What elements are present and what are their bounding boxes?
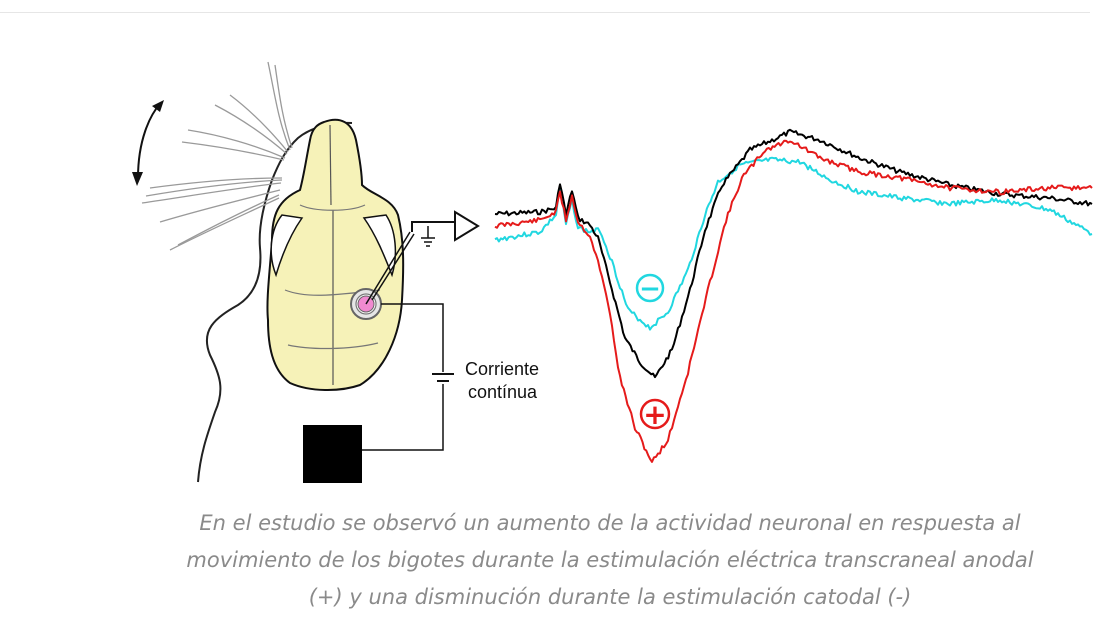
top-divider xyxy=(0,12,1090,13)
skull-icon xyxy=(266,118,405,392)
trace-anodal xyxy=(494,139,1093,463)
electrode-icon xyxy=(350,231,415,320)
anodal-symbol: + xyxy=(643,398,666,431)
cathodal-marker: − xyxy=(635,273,665,304)
stimulation-figure: Corriente contínua − + xyxy=(132,61,1093,483)
neural-response-traces xyxy=(494,128,1093,463)
head-outline xyxy=(197,121,353,483)
figure-caption: En el estudio se observó un aumento de l… xyxy=(80,505,1119,616)
battery-icon xyxy=(432,373,454,382)
cathodal-symbol: − xyxy=(639,274,661,304)
dc-label-line2: contínua xyxy=(468,382,538,402)
trace-cathodal xyxy=(494,156,1093,331)
anodal-marker: + xyxy=(639,398,671,431)
ground-icon xyxy=(421,226,435,247)
circuit-wires xyxy=(362,303,444,451)
caption-line-3: (+) y una disminución durante la estimul… xyxy=(308,585,912,609)
double-arrow-icon xyxy=(132,100,164,186)
caption-line-2: movimiento de los bigotes durante la est… xyxy=(186,548,1034,572)
whiskers-icon xyxy=(141,61,293,251)
dc-label-line1: Corriente xyxy=(465,359,539,379)
trace-control xyxy=(494,128,1093,379)
output-arrow-icon xyxy=(411,210,480,242)
stimulator-box-icon xyxy=(303,425,362,483)
caption-line-1: En el estudio se observó un aumento de l… xyxy=(199,511,1021,535)
